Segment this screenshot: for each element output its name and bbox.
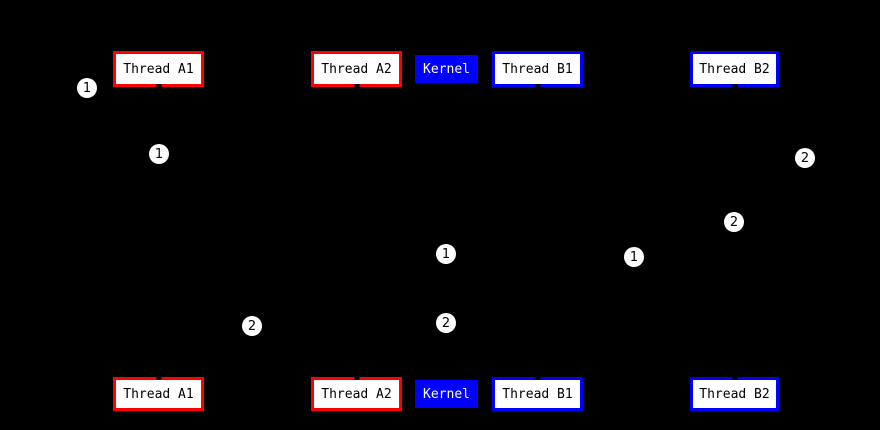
entity-box-thread-b1-top: Thread B1	[492, 51, 583, 87]
event-marker: 1	[436, 244, 456, 264]
entity-label: Thread B1	[502, 61, 573, 77]
entity-box-thread-a2-bottom: Thread A2	[311, 377, 402, 411]
entity-label: Thread A1	[123, 386, 194, 402]
event-marker: 2	[724, 212, 744, 232]
entity-box-thread-a2-top: Thread A2	[311, 51, 402, 87]
entity-label: Thread A1	[123, 61, 194, 77]
entity-box-thread-b2-top: Thread B2	[690, 51, 779, 87]
entity-box-kernel-bottom: Kernel	[415, 380, 478, 408]
event-marker: 1	[77, 78, 97, 98]
event-marker: 1	[149, 144, 169, 164]
entity-label: Thread A2	[321, 61, 392, 77]
entity-label: Kernel	[423, 386, 470, 402]
entity-box-thread-b2-bottom: Thread B2	[690, 377, 779, 411]
entity-label: Thread A2	[321, 386, 392, 402]
entity-label: Thread B1	[502, 386, 573, 402]
entity-box-thread-a1-top: Thread A1	[113, 51, 204, 87]
entity-label: Thread B2	[699, 61, 770, 77]
event-marker: 2	[795, 148, 815, 168]
entity-box-thread-b1-bottom: Thread B1	[492, 377, 583, 411]
event-marker: 2	[242, 316, 262, 336]
event-marker: 2	[436, 313, 456, 333]
entity-label: Thread B2	[699, 386, 770, 402]
event-marker: 1	[624, 247, 644, 267]
entity-box-kernel-top: Kernel	[415, 55, 478, 83]
entity-label: Kernel	[423, 61, 470, 77]
entity-box-thread-a1-bottom: Thread A1	[113, 377, 204, 411]
